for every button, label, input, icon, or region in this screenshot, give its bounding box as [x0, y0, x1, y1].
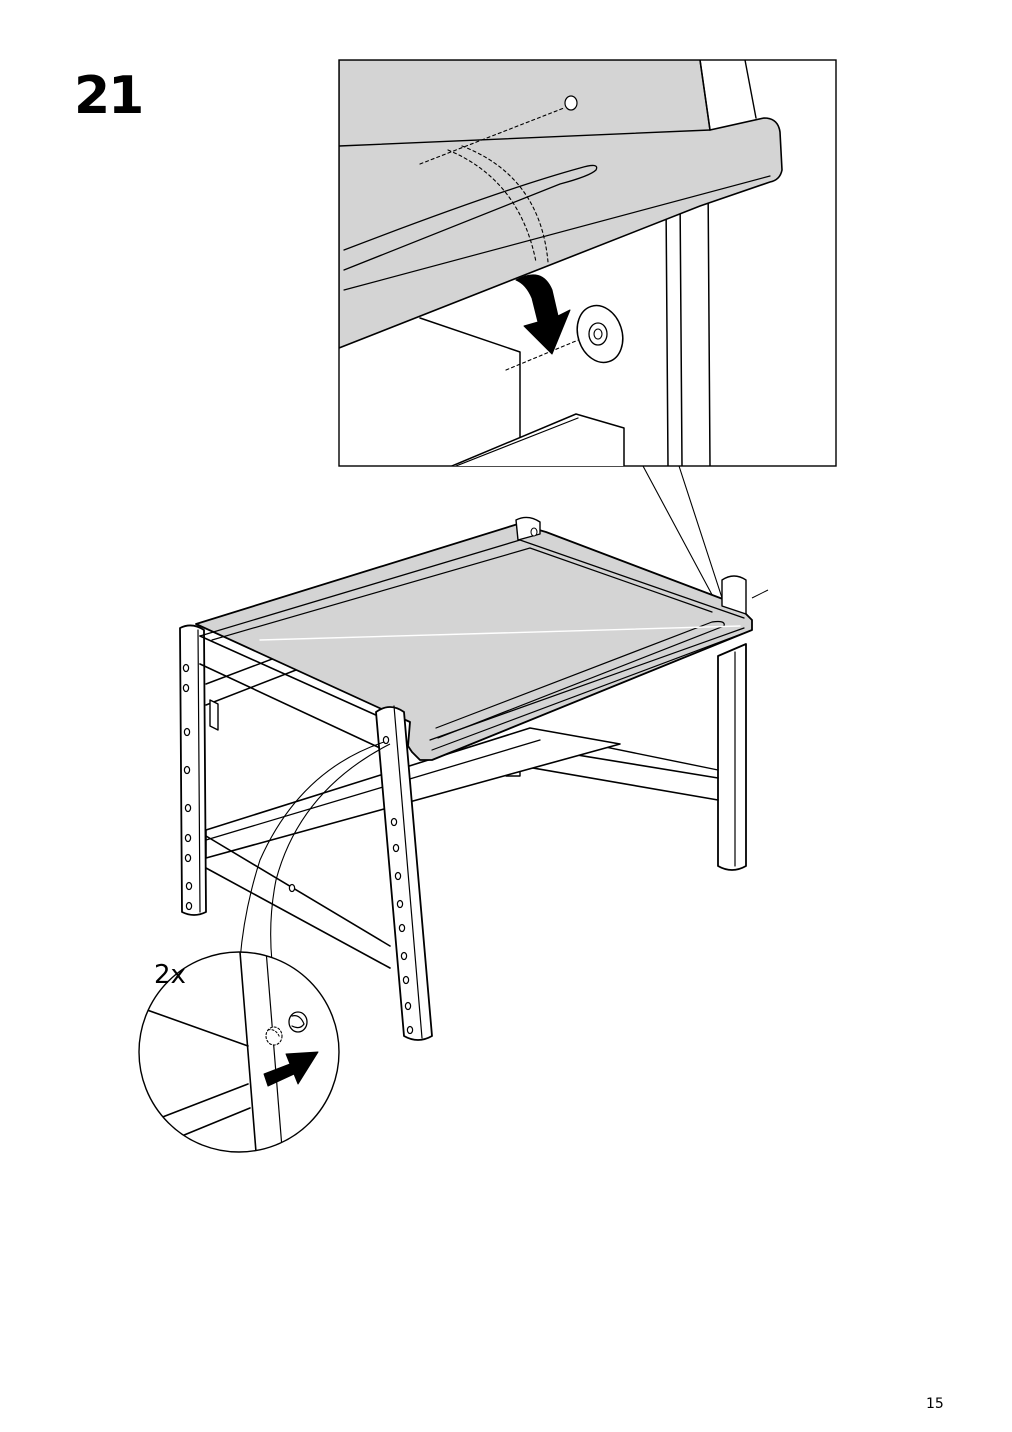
desk-assembly: [179, 516, 753, 1041]
cam-lock-icon: [265, 1026, 283, 1046]
circle-detail: [138, 951, 340, 1153]
arrow-right-icon: [263, 1051, 319, 1087]
arrow-down-icon: [515, 274, 571, 355]
page-number: 15: [926, 1396, 944, 1412]
cam-lock-icon: [576, 304, 624, 364]
quantity-label: 2x: [154, 960, 186, 990]
dowel-hole-icon: [288, 1011, 308, 1033]
top-detail-panel: [338, 59, 837, 467]
step-number: 21: [74, 66, 144, 126]
